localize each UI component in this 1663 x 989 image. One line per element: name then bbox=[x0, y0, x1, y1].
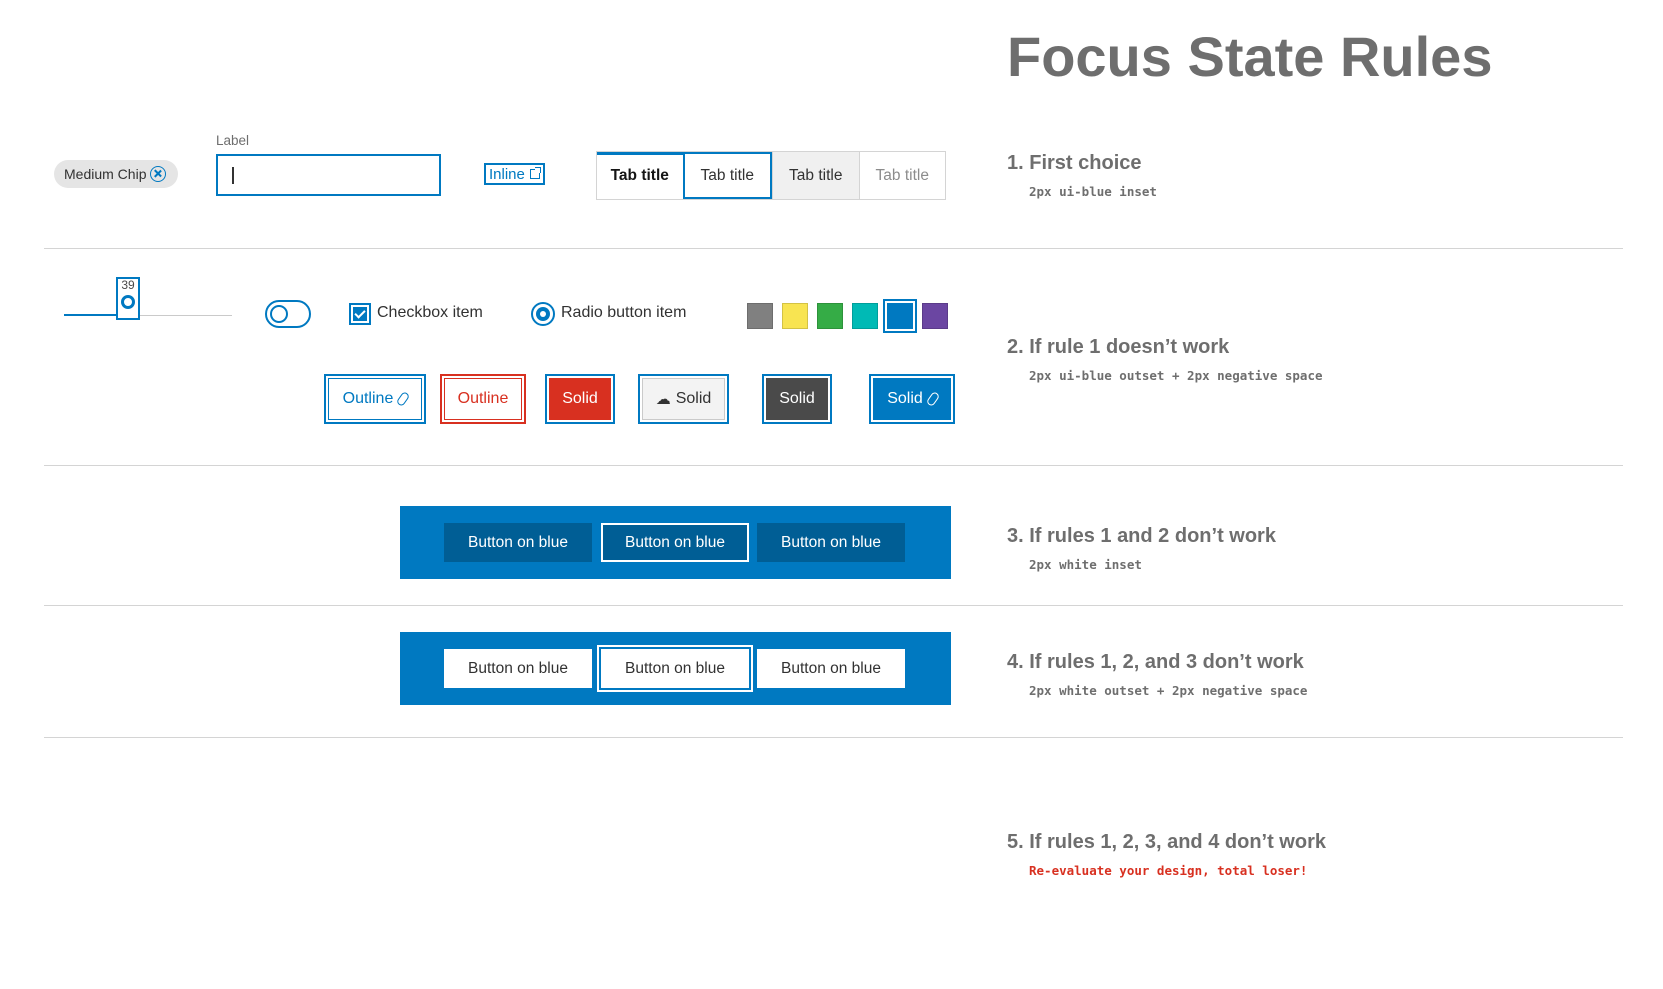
rule-3-desc: 2px white inset bbox=[1029, 557, 1142, 572]
checkbox-label: Checkbox item bbox=[377, 304, 483, 321]
section-divider bbox=[44, 605, 1623, 606]
radio-button[interactable] bbox=[531, 302, 555, 326]
button-label: Outline bbox=[457, 390, 509, 407]
tab-hover[interactable]: Tab title bbox=[772, 152, 860, 199]
button-label: Solid bbox=[675, 390, 712, 407]
paperclip-icon bbox=[396, 390, 411, 408]
cloud-upload-icon: ☁ bbox=[655, 390, 671, 408]
rule-1-desc: 2px ui-blue inset bbox=[1029, 184, 1157, 199]
text-caret bbox=[232, 167, 234, 184]
blue-panel-inset: Button on blue Button on blue Button on … bbox=[400, 506, 951, 579]
rule-4-title: 4. If rules 1, 2, and 3 don’t work bbox=[1007, 651, 1304, 673]
solid-danger-button[interactable]: Solid bbox=[545, 374, 615, 424]
tab-focused[interactable]: Tab title bbox=[682, 152, 772, 199]
tab-disabled[interactable]: Tab title bbox=[859, 152, 945, 199]
solid-upload-button[interactable]: ☁ Solid bbox=[638, 374, 729, 424]
paperclip-icon bbox=[925, 390, 941, 408]
chip-label: Medium Chip bbox=[64, 166, 147, 182]
inline-link-label: Inline bbox=[489, 165, 525, 183]
button-on-blue[interactable]: Button on blue bbox=[757, 523, 905, 562]
solid-attach-button[interactable]: Solid bbox=[869, 374, 955, 424]
tab-bar: Tab title Tab title Tab title Tab title bbox=[596, 151, 946, 200]
slider-handle[interactable] bbox=[121, 295, 135, 309]
button-label: Solid bbox=[562, 390, 598, 407]
checkmark-icon bbox=[353, 307, 367, 321]
color-swatch[interactable] bbox=[817, 303, 843, 329]
checkbox[interactable] bbox=[349, 303, 371, 325]
inline-link[interactable]: Inline bbox=[484, 163, 545, 185]
button-on-blue[interactable]: Button on blue bbox=[757, 649, 905, 688]
rule-5-desc: Re-evaluate your design, total loser! bbox=[1029, 863, 1308, 878]
radio-label: Radio button item bbox=[561, 304, 687, 321]
tab-active[interactable]: Tab title bbox=[597, 152, 683, 199]
section-divider bbox=[44, 248, 1623, 249]
section-divider bbox=[44, 737, 1623, 738]
slider-fill bbox=[64, 314, 128, 316]
button-on-blue[interactable]: Button on blue bbox=[444, 523, 592, 562]
rule-1-title: 1. First choice bbox=[1007, 152, 1142, 174]
button-label: Outline bbox=[342, 390, 394, 407]
button-label: Solid bbox=[887, 390, 923, 407]
input-label: Label bbox=[216, 133, 250, 148]
color-swatch[interactable] bbox=[883, 299, 917, 333]
page-title: Focus State Rules bbox=[1007, 25, 1493, 88]
external-link-icon bbox=[529, 167, 541, 179]
text-input-focused[interactable] bbox=[216, 154, 441, 196]
slider-value: 39 bbox=[121, 278, 135, 292]
rule-5-title: 5. If rules 1, 2, 3, and 4 don’t work bbox=[1007, 831, 1326, 853]
toggle-switch[interactable] bbox=[265, 300, 311, 328]
rule-2-desc: 2px ui-blue outset + 2px negative space bbox=[1029, 368, 1323, 383]
blue-panel-outset: Button on blue Button on blue Button on … bbox=[400, 632, 951, 705]
outline-danger-button[interactable]: Outline bbox=[440, 374, 526, 424]
color-swatch[interactable] bbox=[922, 303, 948, 329]
button-label: Solid bbox=[779, 390, 815, 407]
solid-dark-button[interactable]: Solid bbox=[762, 374, 832, 424]
color-swatch[interactable] bbox=[852, 303, 878, 329]
color-swatch[interactable] bbox=[782, 303, 808, 329]
rule-2-title: 2. If rule 1 doesn’t work bbox=[1007, 336, 1230, 358]
button-on-blue[interactable]: Button on blue bbox=[444, 649, 592, 688]
medium-chip[interactable]: Medium Chip bbox=[54, 160, 178, 188]
rule-4-desc: 2px white outset + 2px negative space bbox=[1029, 683, 1308, 698]
close-circle-icon[interactable] bbox=[150, 166, 167, 182]
section-divider bbox=[44, 465, 1623, 466]
radio-dot bbox=[536, 307, 550, 321]
color-swatch[interactable] bbox=[747, 303, 773, 329]
outline-attach-button[interactable]: Outline bbox=[324, 374, 426, 424]
button-on-blue-focused[interactable]: Button on blue bbox=[601, 523, 749, 562]
rule-3-title: 3. If rules 1 and 2 don’t work bbox=[1007, 525, 1276, 547]
button-on-blue-focused[interactable]: Button on blue bbox=[597, 645, 753, 692]
toggle-knob bbox=[270, 305, 288, 323]
slider-track[interactable] bbox=[64, 315, 232, 316]
